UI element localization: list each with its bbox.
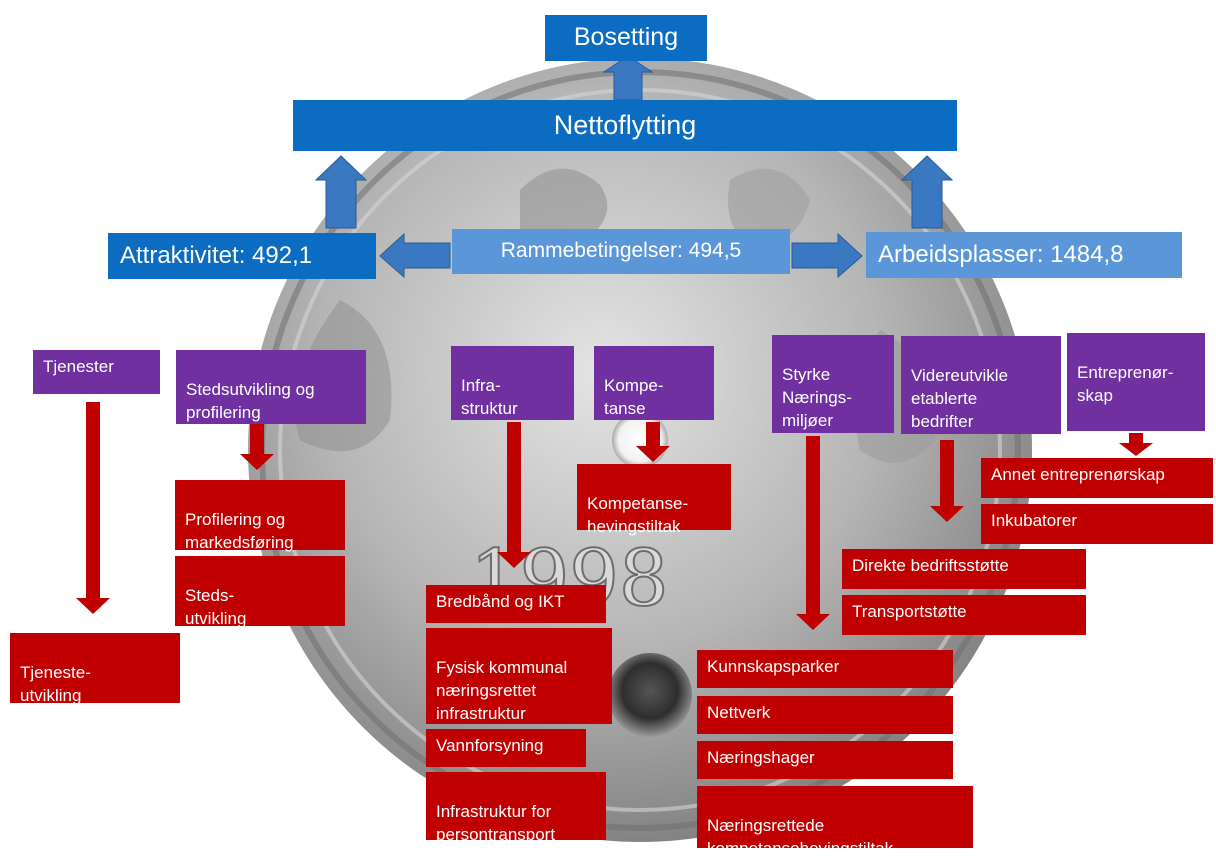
measure-profilering-label: Profilering og markedsføring — [185, 509, 294, 552]
category-entreprenorskap: Entreprenør- skap — [1067, 333, 1205, 431]
attraktivitet-label: Attraktivitet: 492,1 — [120, 241, 313, 269]
measure-fysisk-label: Fysisk kommunal næringsrettet infrastruk… — [436, 657, 568, 723]
measure-transportstotte-label: Transportstøtte — [852, 602, 967, 621]
attraktivitet-box: Attraktivitet: 492,1 — [108, 233, 376, 279]
nettoflytting-box: Nettoflytting — [293, 100, 957, 151]
category-videreutvikle: Videreutvikle etablerte bedrifter — [901, 336, 1061, 434]
arrow-up-right — [900, 155, 954, 229]
measure-vannforsyning: Vannforsyning — [426, 729, 586, 767]
arbeidsplasser-label: Arbeidsplasser: 1484,8 — [878, 240, 1124, 268]
arrow-up-left — [314, 155, 368, 229]
measure-kunnskapsparker: Kunnskapsparker — [697, 650, 953, 688]
arrow-down-infrastruktur — [497, 422, 531, 568]
measure-persontransport-label: Infrastruktur for persontransport — [436, 801, 556, 844]
measure-profilering: Profilering og markedsføring — [175, 480, 345, 552]
measure-kompetansehevingstiltak-label: Kompetanse- hevingstiltak — [587, 493, 689, 536]
bosetting-label: Bosetting — [573, 23, 679, 52]
arrow-up-bosetting — [602, 55, 654, 101]
measure-persontransport: Infrastruktur for persontransport — [426, 772, 606, 844]
arrow-down-kompetanse — [636, 422, 670, 462]
measure-tjenesteutvikling: Tjeneste- utvikling — [10, 633, 180, 705]
arrow-left-attraktivitet — [379, 232, 451, 279]
measure-bredband: Bredbånd og IKT — [426, 585, 606, 623]
measure-nettverk: Nettverk — [697, 696, 953, 734]
measure-vannforsyning-label: Vannforsyning — [436, 736, 544, 755]
rammebetingelser-label: Rammebetingelser: 494,5 — [500, 239, 742, 263]
measure-kompetansehevingstiltak: Kompetanse- hevingstiltak — [577, 464, 731, 536]
measure-inkubatorer: Inkubatorer — [981, 504, 1213, 544]
measure-kunnskapsparker-label: Kunnskapsparker — [707, 657, 840, 676]
category-stedsutvikling: Stedsutvikling og profilering — [176, 350, 366, 424]
category-videreutvikle-label: Videreutvikle etablerte bedrifter — [911, 365, 1009, 431]
category-infrastruktur-label: Infra- struktur — [461, 375, 518, 418]
category-tjenester: Tjenester — [33, 350, 160, 394]
arrow-down-tjenester — [76, 402, 110, 614]
measure-naeringsrettede: Næringsrettede kompetansehevingstiltak — [697, 786, 973, 858]
measure-annet: Annet entreprenørskap — [981, 458, 1213, 498]
measure-inkubatorer-label: Inkubatorer — [991, 511, 1077, 530]
arbeidsplasser-box: Arbeidsplasser: 1484,8 — [866, 232, 1182, 278]
measure-annet-label: Annet entreprenørskap — [991, 465, 1165, 484]
measure-naeringshager: Næringshager — [697, 741, 953, 779]
category-infrastruktur: Infra- struktur — [451, 346, 574, 420]
arrow-down-stedsutvikling — [240, 424, 274, 470]
arrow-down-videreutvikle — [930, 440, 964, 522]
measure-steds-utvikling-label: Steds- utvikling — [185, 585, 247, 628]
measure-naeringsrettede-label: Næringsrettede kompetansehevingstiltak — [707, 815, 894, 858]
arrow-down-entreprenorskap — [1119, 433, 1153, 456]
arrow-down-styrke — [796, 436, 830, 630]
measure-nettverk-label: Nettverk — [707, 703, 771, 722]
arrow-right-arbeidsplasser — [791, 232, 863, 279]
category-entreprenorskap-label: Entreprenør- skap — [1077, 362, 1174, 405]
category-tjenester-label: Tjenester — [43, 357, 114, 376]
category-kompetanse: Kompe- tanse — [594, 346, 714, 420]
category-styrke-label: Styrke Nærings- miljøer — [782, 364, 852, 430]
category-stedsutvikling-label: Stedsutvikling og profilering — [186, 379, 315, 422]
measure-direkte: Direkte bedriftsstøtte — [842, 549, 1086, 589]
bosetting-box: Bosetting — [545, 15, 707, 61]
rammebetingelser-box: Rammebetingelser: 494,5 — [452, 229, 790, 274]
category-kompetanse-label: Kompe- tanse — [604, 375, 664, 418]
measure-tjenesteutvikling-label: Tjeneste- utvikling — [20, 662, 91, 705]
measure-steds-utvikling: Steds- utvikling — [175, 556, 345, 628]
measure-naeringshager-label: Næringshager — [707, 748, 815, 767]
category-styrke: Styrke Nærings- miljøer — [772, 335, 894, 433]
measure-direkte-label: Direkte bedriftsstøtte — [852, 556, 1009, 575]
nettoflytting-label: Nettoflytting — [553, 110, 697, 141]
measure-fysisk: Fysisk kommunal næringsrettet infrastruk… — [426, 628, 612, 724]
measure-transportstotte: Transportstøtte — [842, 595, 1086, 635]
measure-bredband-label: Bredbånd og IKT — [436, 592, 565, 611]
